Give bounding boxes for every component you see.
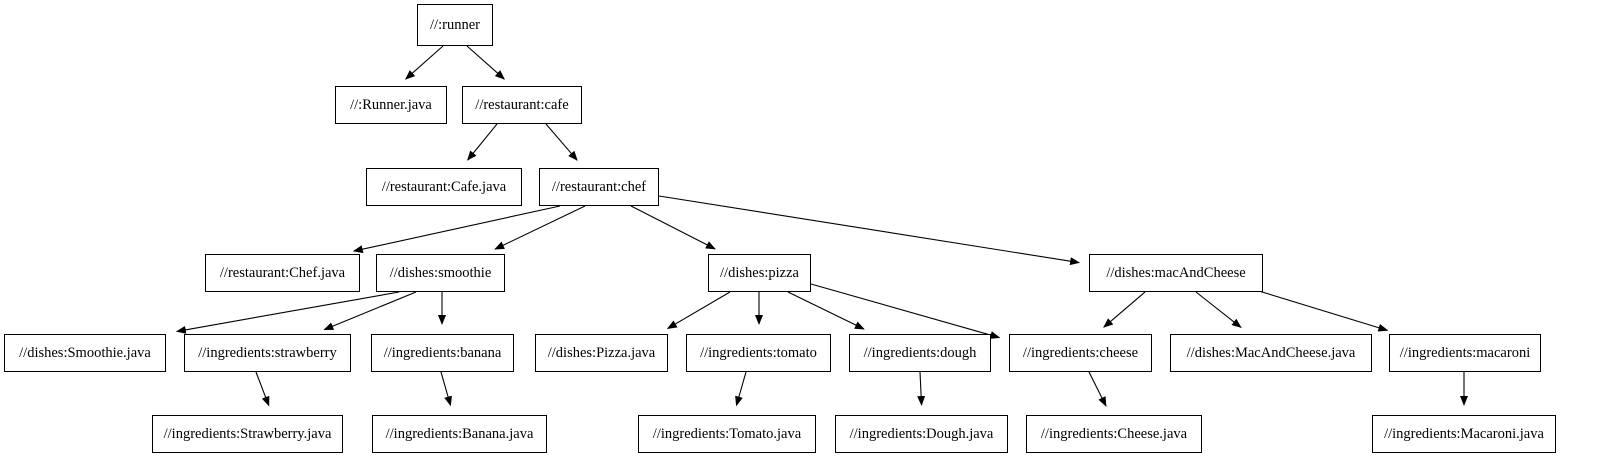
graph-node-label: //ingredients:banana <box>383 344 502 361</box>
graph-edge-dishes_smoothie-to-smoothie_java <box>175 291 400 334</box>
graph-node-label: //ingredients:Cheese.java <box>1040 425 1188 442</box>
graph-node-label: //ingredients:Strawberry.java <box>163 425 332 442</box>
graph-node-ing_strawberry[interactable]: //ingredients:strawberry <box>184 334 351 372</box>
graph-edge-dishes_mac-to-ing_macaroni <box>1248 287 1389 332</box>
graph-node-label: //ingredients:tomato <box>700 344 817 361</box>
graph-node-label: //restaurant:chef <box>551 178 647 195</box>
graph-edge-dishes_smoothie-to-ing_strawberry <box>323 291 417 331</box>
graph-edge-runner-to-runner_java <box>404 45 444 80</box>
graph-node-label: //ingredients:Macaroni.java <box>1384 425 1544 442</box>
graph-edge-dishes_pizza-to-ing_dough <box>787 291 865 330</box>
graph-edge-restaurant_chef-to-dishes_pizza <box>630 205 716 250</box>
graph-node-label: //restaurant:Chef.java <box>219 264 346 281</box>
graph-node-strawberry_java[interactable]: //ingredients:Strawberry.java <box>152 415 343 453</box>
graph-node-label: //dishes:Pizza.java <box>547 344 656 361</box>
graph-edge-ing_cheese-to-cheese_java <box>1088 371 1107 407</box>
graph-node-ing_banana[interactable]: //ingredients:banana <box>371 334 514 372</box>
graph-node-label: //ingredients:cheese <box>1022 344 1139 361</box>
graph-edge-dishes_mac-to-ing_cheese <box>1103 291 1146 328</box>
graph-node-label: //dishes:pizza <box>720 264 799 281</box>
graph-node-banana_java[interactable]: //ingredients:Banana.java <box>372 415 547 453</box>
graph-node-dishes_mac[interactable]: //dishes:macAndCheese <box>1089 254 1263 292</box>
graph-node-restaurant_chef[interactable]: //restaurant:chef <box>539 168 659 206</box>
graph-node-dough_java[interactable]: //ingredients:Dough.java <box>835 415 1008 453</box>
graph-edge-ing_tomato-to-tomato_java <box>735 371 747 407</box>
graph-node-tomato_java[interactable]: //ingredients:Tomato.java <box>638 415 816 453</box>
graph-node-label: //dishes:MacAndCheese.java <box>1186 344 1356 361</box>
graph-node-cafe_java[interactable]: //restaurant:Cafe.java <box>366 168 522 206</box>
graph-edge-restaurant_cafe-to-restaurant_chef <box>545 123 578 161</box>
graph-node-dishes_smoothie[interactable]: //dishes:smoothie <box>376 254 505 292</box>
graph-node-label: //:runner <box>430 16 480 33</box>
graph-node-label: //ingredients:dough <box>863 344 977 361</box>
graph-node-ing_cheese[interactable]: //ingredients:cheese <box>1009 334 1152 372</box>
graph-node-label: //dishes:Smoothie.java <box>19 344 151 361</box>
graph-node-smoothie_java[interactable]: //dishes:Smoothie.java <box>4 334 166 372</box>
graph-edge-restaurant_cafe-to-cafe_java <box>467 123 498 161</box>
graph-node-label: //ingredients:macaroni <box>1399 344 1531 361</box>
graph-node-ing_tomato[interactable]: //ingredients:tomato <box>686 334 831 372</box>
graph-edge-runner-to-restaurant_cafe <box>466 45 506 80</box>
graph-node-runner[interactable]: //:runner <box>417 4 493 46</box>
graph-node-label: //restaurant:Cafe.java <box>381 178 507 195</box>
graph-edge-dishes_mac-to-mac_java <box>1195 291 1242 329</box>
graph-node-dishes_pizza[interactable]: //dishes:pizza <box>708 254 811 292</box>
graph-node-label: //:Runner.java <box>350 96 432 113</box>
graph-node-mac_java[interactable]: //dishes:MacAndCheese.java <box>1170 334 1372 372</box>
graph-node-pizza_java[interactable]: //dishes:Pizza.java <box>535 334 668 372</box>
graph-node-ing_macaroni[interactable]: //ingredients:macaroni <box>1389 334 1541 372</box>
graph-edge-dishes_pizza-to-pizza_java <box>666 291 731 329</box>
graph-edge-ing_banana-to-banana_java <box>440 371 452 407</box>
graph-edge-restaurant_chef-to-chef_java <box>352 205 561 254</box>
graph-edge-dishes_pizza-to-ing_cheese <box>810 283 1001 339</box>
graph-edge-restaurant_chef-to-dishes_smoothie <box>494 205 586 250</box>
graph-node-chef_java[interactable]: //restaurant:Chef.java <box>205 254 360 292</box>
graph-node-label: //ingredients:strawberry <box>198 344 337 361</box>
graph-edge-restaurant_chef-to-dishes_mac <box>658 195 1081 266</box>
graph-node-label: //dishes:smoothie <box>389 264 492 281</box>
graph-edge-ing_strawberry-to-strawberry_java <box>255 371 270 407</box>
graph-node-label: //dishes:macAndCheese <box>1106 264 1246 281</box>
graph-node-label: //ingredients:Tomato.java <box>652 425 802 442</box>
graph-node-label: //restaurant:cafe <box>475 96 569 113</box>
graph-node-restaurant_cafe[interactable]: //restaurant:cafe <box>462 86 582 124</box>
graph-node-runner_java[interactable]: //:Runner.java <box>335 86 447 124</box>
graph-node-ing_dough[interactable]: //ingredients:dough <box>849 334 991 372</box>
graph-node-label: //ingredients:Banana.java <box>385 425 534 442</box>
graph-edge-ing_dough-to-dough_java <box>917 371 926 407</box>
graph-node-label: //ingredients:Dough.java <box>849 425 994 442</box>
graph-node-macaroni_java[interactable]: //ingredients:Macaroni.java <box>1372 415 1556 453</box>
graph-node-cheese_java[interactable]: //ingredients:Cheese.java <box>1026 415 1202 453</box>
